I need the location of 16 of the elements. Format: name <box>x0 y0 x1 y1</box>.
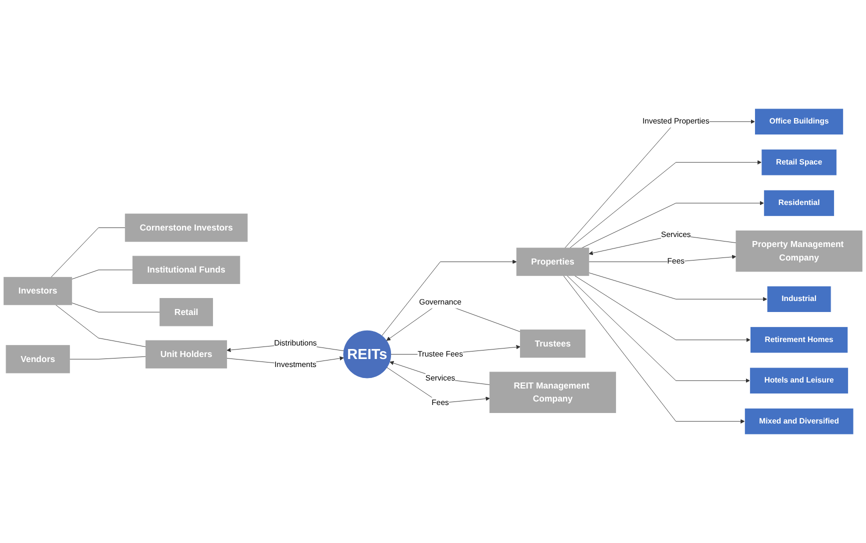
node-box: Trustees <box>520 330 586 358</box>
node-circle: REITs <box>343 330 392 378</box>
node-box: Cornerstone Investors <box>124 214 248 242</box>
connector <box>72 270 133 280</box>
node-box: Retail <box>160 298 213 326</box>
connector <box>50 227 126 278</box>
node-box: Properties <box>516 248 590 276</box>
node-box: Investors <box>4 276 72 306</box>
node-box: Unit Holders <box>146 340 228 368</box>
node-box: Property Management Company <box>736 230 862 272</box>
connector <box>69 356 146 360</box>
connector <box>55 304 146 348</box>
node-box: REIT Management Company <box>489 372 616 413</box>
node-box: Institutional Funds <box>132 256 240 284</box>
connector <box>72 302 160 312</box>
node-box: Vendors <box>6 345 70 374</box>
